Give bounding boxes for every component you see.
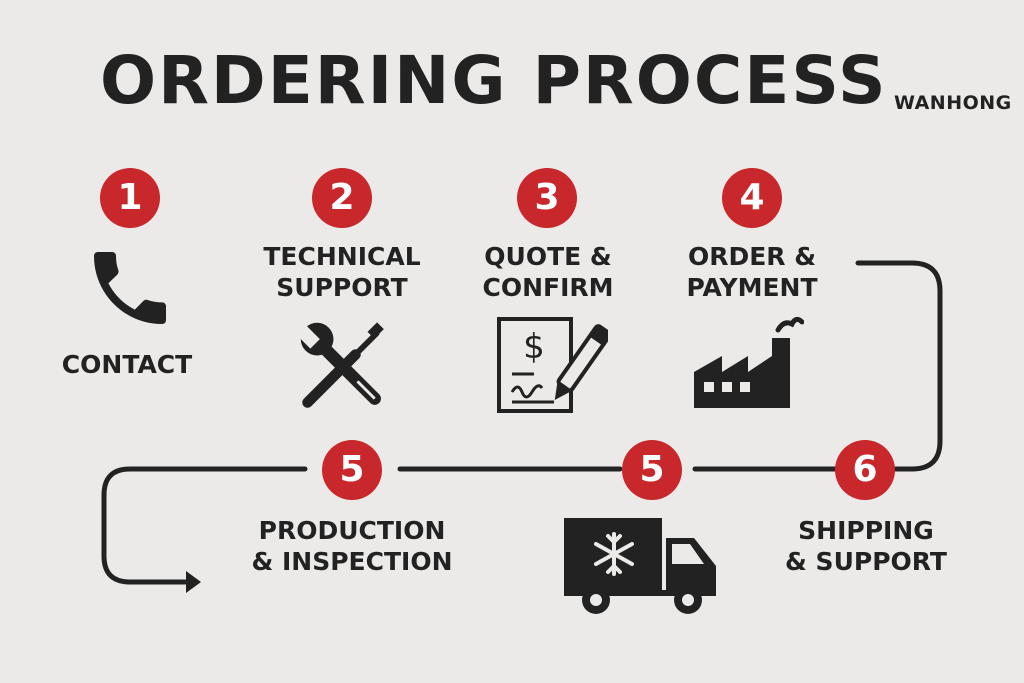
phone-icon	[94, 252, 166, 324]
arrowhead-icon	[186, 571, 201, 593]
svg-text:$: $	[523, 327, 545, 367]
step-label: ORDER & PAYMENT	[686, 242, 818, 302]
step-badge: 5	[622, 440, 682, 500]
step-badge: 1	[100, 168, 160, 228]
step-label: QUOTE & CONFIRM	[482, 242, 614, 302]
step-label: SHIPPING & SUPPORT	[785, 516, 947, 576]
step-badge: 6	[835, 440, 895, 500]
step-label: TECHNICAL SUPPORT	[263, 242, 421, 302]
step-badge: 5	[322, 440, 382, 500]
brand-name: WANHONG	[894, 92, 1012, 114]
factory-icon	[694, 316, 804, 408]
connector-left-loop	[101, 466, 308, 585]
step-badge: 4	[722, 168, 782, 228]
step-label: CONTACT	[61, 350, 193, 379]
step-badge: 2	[312, 168, 372, 228]
page-title: ORDERING PROCESS	[100, 42, 888, 119]
step-badge: 3	[517, 168, 577, 228]
invoice-pen-icon: $	[497, 317, 608, 413]
wrench-screwdriver-icon	[296, 322, 384, 408]
connector-top-right	[855, 260, 943, 472]
refrigerated-truck-icon	[564, 518, 716, 614]
step-label: PRODUCTION & INSPECTION	[251, 516, 453, 576]
